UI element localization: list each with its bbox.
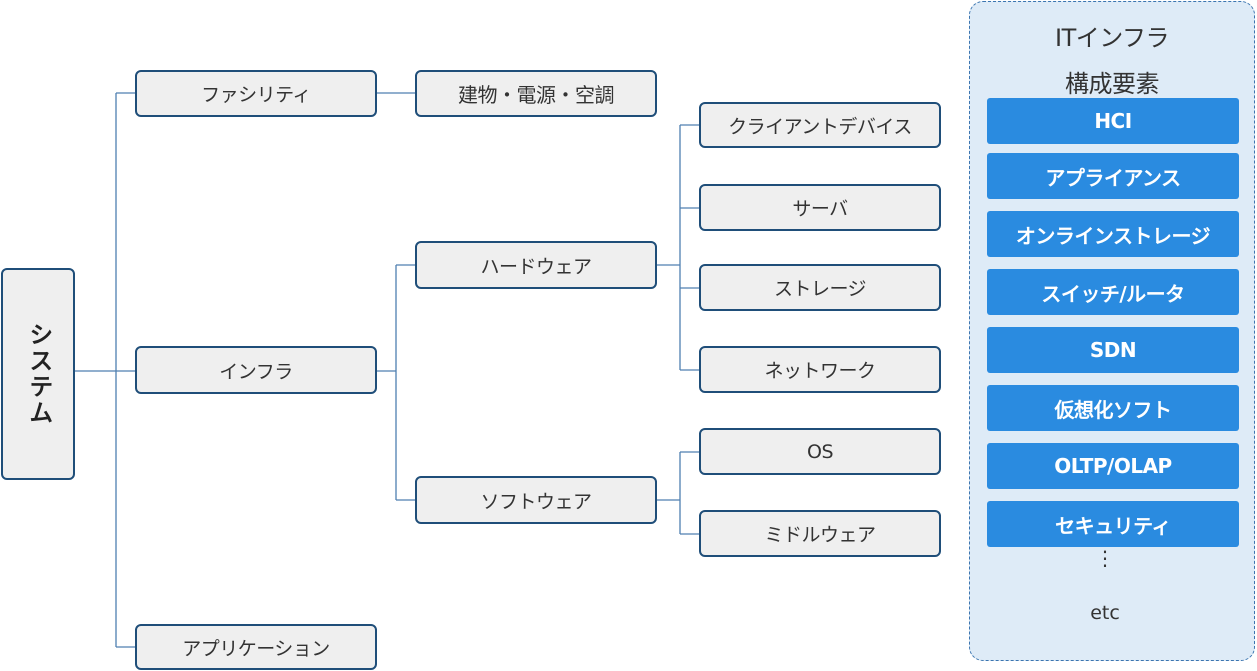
node-server-label: サーバ [792, 198, 848, 220]
node-software-label: ソフトウェア [480, 490, 592, 513]
chip-switch-router: スイッチ/ルータ [987, 269, 1239, 315]
node-infra: インフラ [135, 346, 377, 394]
vertical-ellipsis: ⋮ [1095, 546, 1115, 570]
node-middleware-label: ミドルウェア [764, 524, 876, 546]
node-network-label: ネットワーク [764, 360, 876, 382]
root-node-label: システム [24, 322, 53, 426]
node-hardware-label: ハードウェア [480, 255, 592, 278]
node-application-label: アプリケーション [182, 637, 330, 660]
node-facility-detail: 建物・電源・空調 [415, 70, 657, 117]
node-software: ソフトウェア [415, 476, 657, 524]
node-infra-label: インフラ [219, 360, 293, 383]
chip-hci: HCI [987, 98, 1239, 144]
chip-online-storage: オンラインストレージ [987, 211, 1239, 257]
chip-virtualization-software: 仮想化ソフト [987, 385, 1239, 431]
etc-label: etc [1090, 602, 1120, 624]
node-server: サーバ [699, 184, 941, 231]
node-facility-label: ファシリティ [201, 84, 311, 106]
root-node-system: システム [1, 268, 75, 480]
node-os: OS [699, 428, 941, 475]
node-middleware: ミドルウェア [699, 510, 941, 557]
panel-title-line2: 構成要素 [1065, 70, 1160, 98]
node-application: アプリケーション [135, 624, 377, 670]
node-storage-label: ストレージ [773, 278, 867, 300]
node-facility-detail-label: 建物・電源・空調 [458, 83, 615, 107]
node-client-device: クライアントデバイス [699, 102, 941, 148]
chip-sdn: SDN [987, 327, 1239, 373]
chip-appliance: アプライアンス [987, 153, 1239, 199]
chip-security: セキュリティ [987, 501, 1239, 547]
node-client-device-label: クライアントデバイス [728, 115, 912, 138]
chip-oltp-olap: OLTP/OLAP [987, 443, 1239, 489]
panel-title-line1: ITインフラ [1054, 24, 1170, 52]
node-facility: ファシリティ [135, 70, 377, 117]
node-hardware: ハードウェア [415, 241, 657, 289]
node-os-label: OS [806, 440, 834, 463]
node-network: ネットワーク [699, 346, 941, 393]
node-storage: ストレージ [699, 264, 941, 311]
